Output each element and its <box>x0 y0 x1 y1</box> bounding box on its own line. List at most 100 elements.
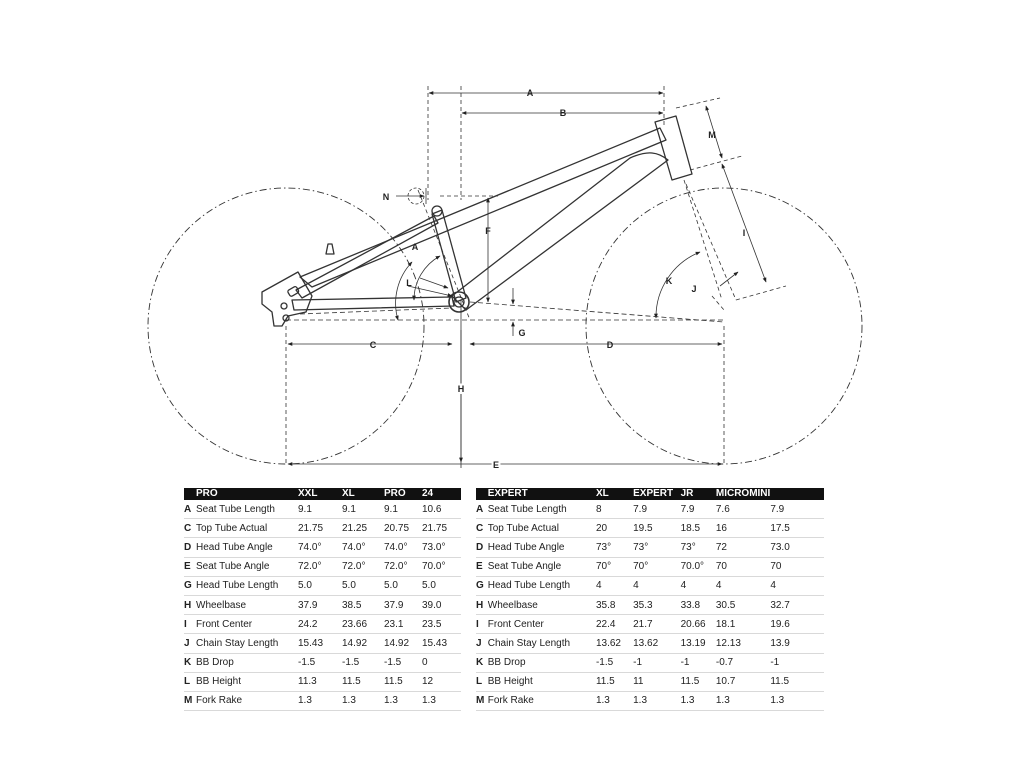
row-value: 13.62 <box>633 633 681 654</box>
row-value: 11.5 <box>770 672 824 692</box>
seat-clamp <box>431 205 443 217</box>
dim-a-seat-arc <box>412 255 441 301</box>
row-label: Head Tube Angle <box>196 537 298 558</box>
row-value: 12.13 <box>715 633 771 654</box>
table-header-size: XL <box>595 488 634 500</box>
table-header-size: XXL <box>298 488 342 500</box>
top-tube <box>299 127 667 288</box>
row-value: 73° <box>680 537 716 558</box>
row-value: 4 <box>595 576 634 596</box>
down-tube <box>451 152 669 311</box>
row-value: 73.0 <box>770 537 824 558</box>
row-value: 70° <box>633 557 681 577</box>
row-value: 21.75 <box>298 518 342 539</box>
table-header-size: EXPERT <box>633 488 681 500</box>
row-value: -1 <box>680 653 716 673</box>
row-label: Top Tube Actual <box>196 518 298 539</box>
row-value: 11.3 <box>298 672 342 692</box>
row-value: 30.5 <box>715 595 771 616</box>
table-header-title: EXPERT <box>487 488 596 500</box>
row-code: J <box>184 633 196 654</box>
row-code: K <box>184 653 196 673</box>
dim-m-line <box>705 105 723 159</box>
row-code: E <box>184 557 196 577</box>
dim-label-i: I <box>743 228 746 238</box>
bike-frame <box>261 115 693 327</box>
dim-i-line <box>721 163 767 283</box>
row-value: 1.3 <box>384 691 422 712</box>
row-value: 18.1 <box>715 614 771 635</box>
row-value: 5.0 <box>298 576 342 596</box>
row-value: 11.5 <box>384 672 422 692</box>
row-code: L <box>184 672 196 692</box>
row-value: 1.3 <box>595 691 634 712</box>
row-value: 1.3 <box>342 691 384 712</box>
row-value: 1.3 <box>422 691 461 712</box>
row-value: 7.9 <box>770 500 824 520</box>
row-code: K <box>476 653 488 673</box>
dim-label-l: L <box>406 278 412 288</box>
row-value: 70 <box>715 557 771 577</box>
row-value: 37.9 <box>384 595 422 616</box>
row-label: Seat Tube Length <box>487 500 596 520</box>
row-value: 70° <box>595 557 634 577</box>
table-header-size: PRO <box>384 488 422 500</box>
row-value: 21.25 <box>342 518 384 539</box>
table-header-size: JR <box>680 488 716 500</box>
row-value: 14.92 <box>342 633 384 654</box>
row-value: 74.0° <box>298 537 342 558</box>
dim-k-arc <box>654 251 701 319</box>
row-value: 23.66 <box>342 614 384 635</box>
row-label: BB Height <box>487 672 596 692</box>
row-value: 18.5 <box>680 518 716 539</box>
rear-wheel <box>147 187 425 465</box>
row-value: 4 <box>715 576 771 596</box>
row-value: 70.0° <box>680 557 716 577</box>
row-value: 8 <box>595 500 634 520</box>
row-label: Fork Rake <box>196 691 298 712</box>
row-value: 37.9 <box>298 595 342 616</box>
dim-l-arc <box>394 261 413 321</box>
dim-label-m: M <box>708 130 716 140</box>
row-code: C <box>476 518 488 539</box>
row-value: 20 <box>595 518 634 539</box>
dimension-lines <box>285 86 787 468</box>
dim-label-n: N <box>383 192 390 202</box>
dim-label-b-top: B <box>560 108 567 118</box>
row-label: Head Tube Angle <box>487 537 596 558</box>
row-value: 13.19 <box>680 633 716 654</box>
row-value: 1.3 <box>680 691 716 712</box>
front-wheel <box>585 187 863 465</box>
row-value: 9.1 <box>384 500 422 520</box>
row-value: -1.5 <box>595 653 634 673</box>
seat-tube <box>431 209 467 303</box>
row-value: 74.0° <box>384 537 422 558</box>
row-value: 39.0 <box>422 595 461 616</box>
row-label: Wheelbase <box>196 595 298 616</box>
row-code: E <box>476 557 488 577</box>
row-value: 11.5 <box>595 672 634 692</box>
row-code: D <box>476 537 488 558</box>
row-code: L <box>476 672 488 692</box>
row-value: 35.8 <box>595 595 634 616</box>
dim-label-f: F <box>485 226 491 236</box>
row-value: 15.43 <box>422 633 461 654</box>
row-value: 9.1 <box>298 500 342 520</box>
row-value: 5.0 <box>422 576 461 596</box>
row-value: 9.1 <box>342 500 384 520</box>
row-value: 10.7 <box>715 672 771 692</box>
row-value: 11.5 <box>680 672 716 692</box>
row-value: 35.3 <box>633 595 681 616</box>
row-value: 4 <box>680 576 716 596</box>
row-value: 15.43 <box>298 633 342 654</box>
row-value: 7.9 <box>680 500 716 520</box>
